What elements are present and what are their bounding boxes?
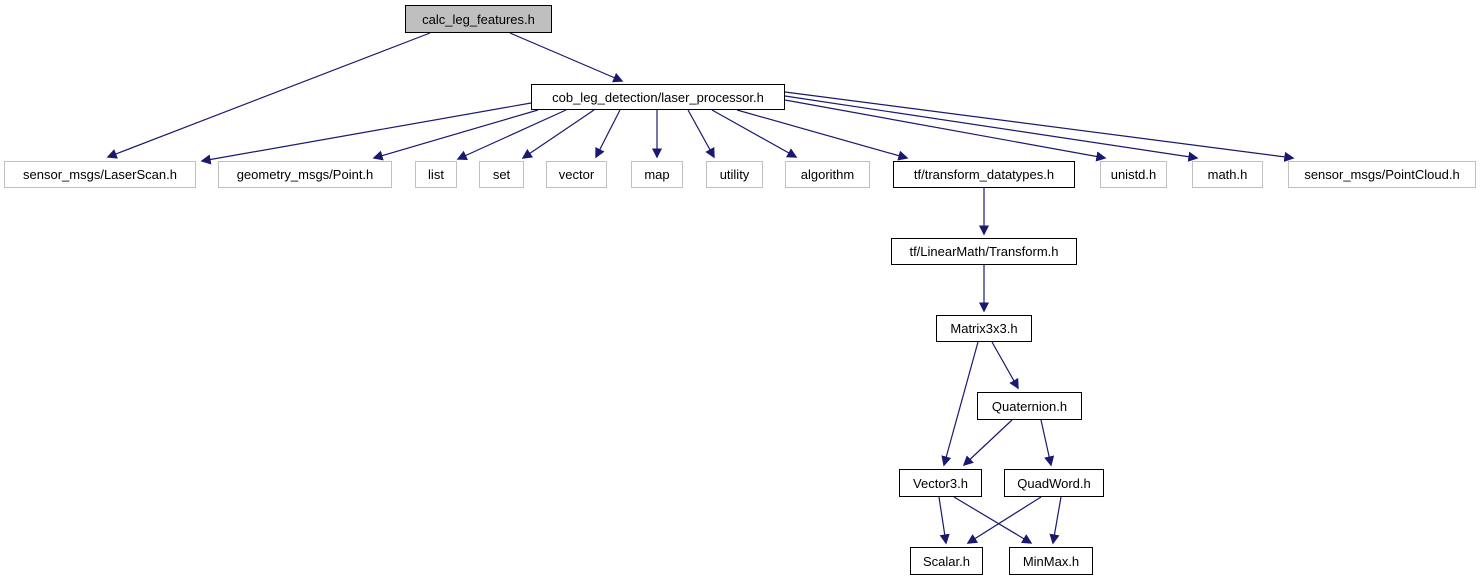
node-quadword-h[interactable]: QuadWord.h: [1004, 469, 1104, 497]
node-vector: vector: [546, 161, 607, 188]
node-tf-transform-datatypes-h[interactable]: tf/transform_datatypes.h: [893, 161, 1075, 188]
edge-laser_processor-to-vector: [595, 109, 621, 159]
node-vector3-h[interactable]: Vector3.h: [899, 469, 982, 497]
node-scalar-h[interactable]: Scalar.h: [910, 547, 983, 575]
node-cob-leg-detection-laser-processor-h[interactable]: cob_leg_detection/laser_processor.h: [531, 84, 785, 110]
node-matrix3x3-h[interactable]: Matrix3x3.h: [936, 315, 1032, 342]
edge-laser_processor-to-set: [521, 109, 595, 159]
node-algorithm: algorithm: [785, 161, 870, 188]
edge-vector3-to-minmax: [953, 496, 1033, 544]
edge-laser_processor-to-list: [456, 109, 567, 161]
edge-vector3-to-scalar: [938, 496, 950, 545]
node-calc-leg-features-h: calc_leg_features.h: [405, 5, 552, 33]
node-tf-linearmath-transform-h[interactable]: tf/LinearMath/Transform.h: [891, 238, 1077, 265]
node-set: set: [479, 161, 524, 188]
edge-calc_leg_features-to-laserscan: [106, 32, 431, 159]
node-quaternion-h[interactable]: Quaternion.h: [977, 392, 1082, 420]
node-list: list: [415, 161, 457, 188]
node-minmax-h[interactable]: MinMax.h: [1009, 547, 1093, 575]
node-math-h: math.h: [1192, 161, 1263, 188]
edge-laser_processor-to-point: [372, 109, 539, 161]
edge-laser_processor-to-laserscan: [200, 102, 532, 165]
node-sensor-msgs-laserscan-h: sensor_msgs/LaserScan.h: [4, 161, 196, 188]
edge-quaternion-to-vector3: [962, 419, 1013, 467]
edge-laser_processor-to-pointcloud: [784, 91, 1295, 162]
edge-laser_processor-to-transform_datatypes: [736, 109, 909, 161]
edge-laser_processor-to-math: [784, 95, 1199, 162]
edge-quadword-to-scalar: [966, 496, 1042, 544]
node-utility: utility: [706, 161, 763, 188]
node-sensor-msgs-pointcloud-h: sensor_msgs/PointCloud.h: [1288, 161, 1476, 188]
node-geometry-msgs-point-h: geometry_msgs/Point.h: [218, 161, 392, 188]
edge-calc_leg_features-to-laser_processor: [509, 32, 624, 83]
edge-matrix3x3-to-vector3: [941, 341, 979, 467]
edge-quadword-to-minmax: [1049, 496, 1062, 545]
node-map: map: [631, 161, 683, 188]
edge-quaternion-to-quadword: [1040, 419, 1055, 467]
edge-laser_processor-to-algorithm: [711, 109, 798, 158]
edge-laser_processor-to-utility: [687, 109, 715, 159]
node-unistd-h: unistd.h: [1100, 161, 1167, 188]
edge-laser_processor-to-unistd: [784, 99, 1107, 162]
edge-matrix3x3-to-quaternion: [991, 341, 1019, 390]
